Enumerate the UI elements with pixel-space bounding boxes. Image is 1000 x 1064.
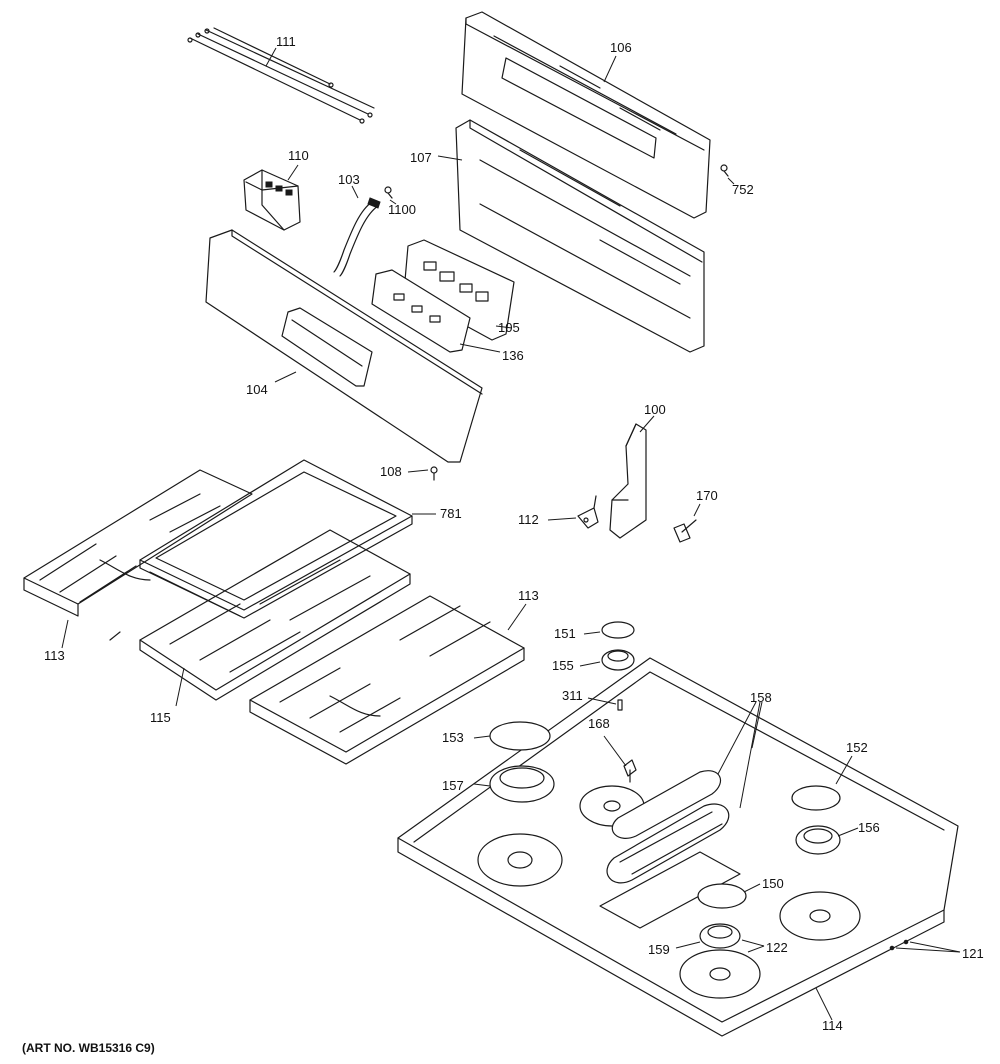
part-157-burner-head: [473, 765, 555, 803]
part-155-burner-head: [579, 649, 635, 671]
part-781-griddle-grate: [139, 459, 436, 619]
part-152-burner-cap: [791, 755, 853, 811]
callout-155: 155: [552, 658, 574, 673]
callout-170: 170: [696, 488, 718, 503]
part-103-cable: [333, 185, 381, 277]
callout-136: 136: [502, 348, 524, 363]
callout-752: 752: [732, 182, 754, 197]
part-156-burner-head: [795, 825, 859, 855]
callout-104: 104: [246, 382, 268, 397]
part-104-control-panel: [205, 229, 483, 463]
part-113-left-grate: [23, 469, 253, 649]
part-106-rear-panel: [461, 11, 711, 219]
part-159-burner-head: [675, 923, 741, 949]
callout-151: 151: [554, 626, 576, 641]
callout-113-right: 113: [518, 588, 539, 603]
part-115-middle-grate: [139, 529, 411, 707]
part-111-wire-harness: [187, 27, 375, 124]
part-752-screw: [720, 164, 735, 185]
callout-153: 153: [442, 730, 464, 745]
callout-100: 100: [644, 402, 666, 417]
part-110-terminal-block: [243, 164, 301, 231]
callout-159: 159: [648, 942, 670, 957]
callout-1100: 1100: [388, 202, 416, 217]
callout-113-left: 113: [44, 648, 65, 663]
part-107-rear-shield: [437, 119, 705, 353]
part-108-screw: [407, 466, 438, 481]
part-113-right-grate: [249, 595, 527, 765]
callout-311: 311: [562, 688, 583, 703]
callout-122: 122: [766, 940, 788, 955]
callout-112: 112: [518, 512, 539, 527]
part-158-oval-burner: [606, 701, 763, 884]
part-311-orifice: [587, 697, 623, 711]
art-number: (ART NO. WB15316 C9): [22, 1041, 155, 1055]
callout-103: 103: [338, 172, 360, 187]
callout-157: 157: [442, 778, 464, 793]
part-112-clip: [547, 495, 599, 529]
callout-168: 168: [588, 716, 610, 731]
callout-105: 105: [498, 320, 520, 335]
callout-107: 107: [410, 150, 432, 165]
callout-111: 111: [276, 34, 296, 49]
callout-labels: 111 106 110 107 103 752 1100 105 136 104…: [44, 34, 984, 1033]
callout-114: 114: [822, 1018, 843, 1033]
callout-121: 121: [962, 946, 984, 961]
callout-158: 158: [750, 690, 772, 705]
part-1100-screw: [384, 186, 397, 205]
part-150-burner-cap: [697, 883, 761, 909]
part-122-screws: [741, 939, 765, 953]
callout-150: 150: [762, 876, 784, 891]
callout-156: 156: [858, 820, 880, 835]
callout-106: 106: [610, 40, 632, 55]
part-151-burner-cap: [583, 621, 635, 639]
callout-110: 110: [288, 148, 309, 163]
callout-115: 115: [150, 710, 171, 725]
callout-152: 152: [846, 740, 868, 755]
part-170-screw: [673, 503, 701, 543]
part-100-side-bracket: [609, 415, 655, 539]
part-168-ignitor: [603, 735, 637, 783]
part-136-overlay: [371, 269, 501, 353]
callout-781: 781: [440, 506, 462, 521]
callout-108: 108: [380, 464, 402, 479]
part-153-burner-cap: [473, 721, 551, 751]
part-121-bumpers: [889, 939, 961, 953]
